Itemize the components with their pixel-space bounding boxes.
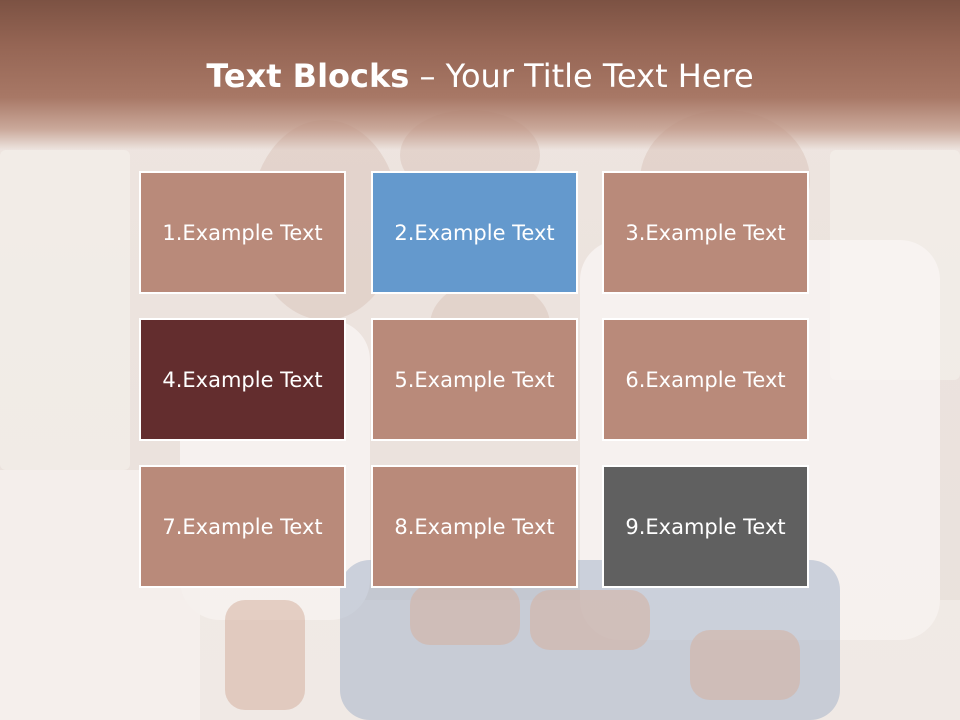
- text-block-label: 4.Example Text: [162, 367, 323, 392]
- text-block-label: 5.Example Text: [394, 367, 555, 392]
- text-block-5[interactable]: 5.Example Text: [371, 318, 578, 441]
- text-block-label: 6.Example Text: [625, 367, 786, 392]
- text-block-1[interactable]: 1.Example Text: [139, 171, 346, 294]
- text-block-3[interactable]: 3.Example Text: [602, 171, 809, 294]
- title-bold-part: Text Blocks: [206, 57, 410, 95]
- text-block-4[interactable]: 4.Example Text: [139, 318, 346, 441]
- text-block-label: 1.Example Text: [162, 220, 323, 245]
- text-block-label: 9.Example Text: [625, 514, 786, 539]
- slide-title: Text Blocks – Your Title Text Here: [0, 54, 960, 98]
- text-block-7[interactable]: 7.Example Text: [139, 465, 346, 588]
- title-rest-part: Your Title Text Here: [445, 57, 754, 95]
- text-block-label: 3.Example Text: [625, 220, 786, 245]
- text-block-9[interactable]: 9.Example Text: [602, 465, 809, 588]
- text-block-label: 8.Example Text: [394, 514, 555, 539]
- text-block-2[interactable]: 2.Example Text: [371, 171, 578, 294]
- text-block-6[interactable]: 6.Example Text: [602, 318, 809, 441]
- text-block-label: 7.Example Text: [162, 514, 323, 539]
- title-band: [0, 0, 960, 150]
- title-separator: –: [409, 57, 446, 95]
- text-block-8[interactable]: 8.Example Text: [371, 465, 578, 588]
- text-block-label: 2.Example Text: [394, 220, 555, 245]
